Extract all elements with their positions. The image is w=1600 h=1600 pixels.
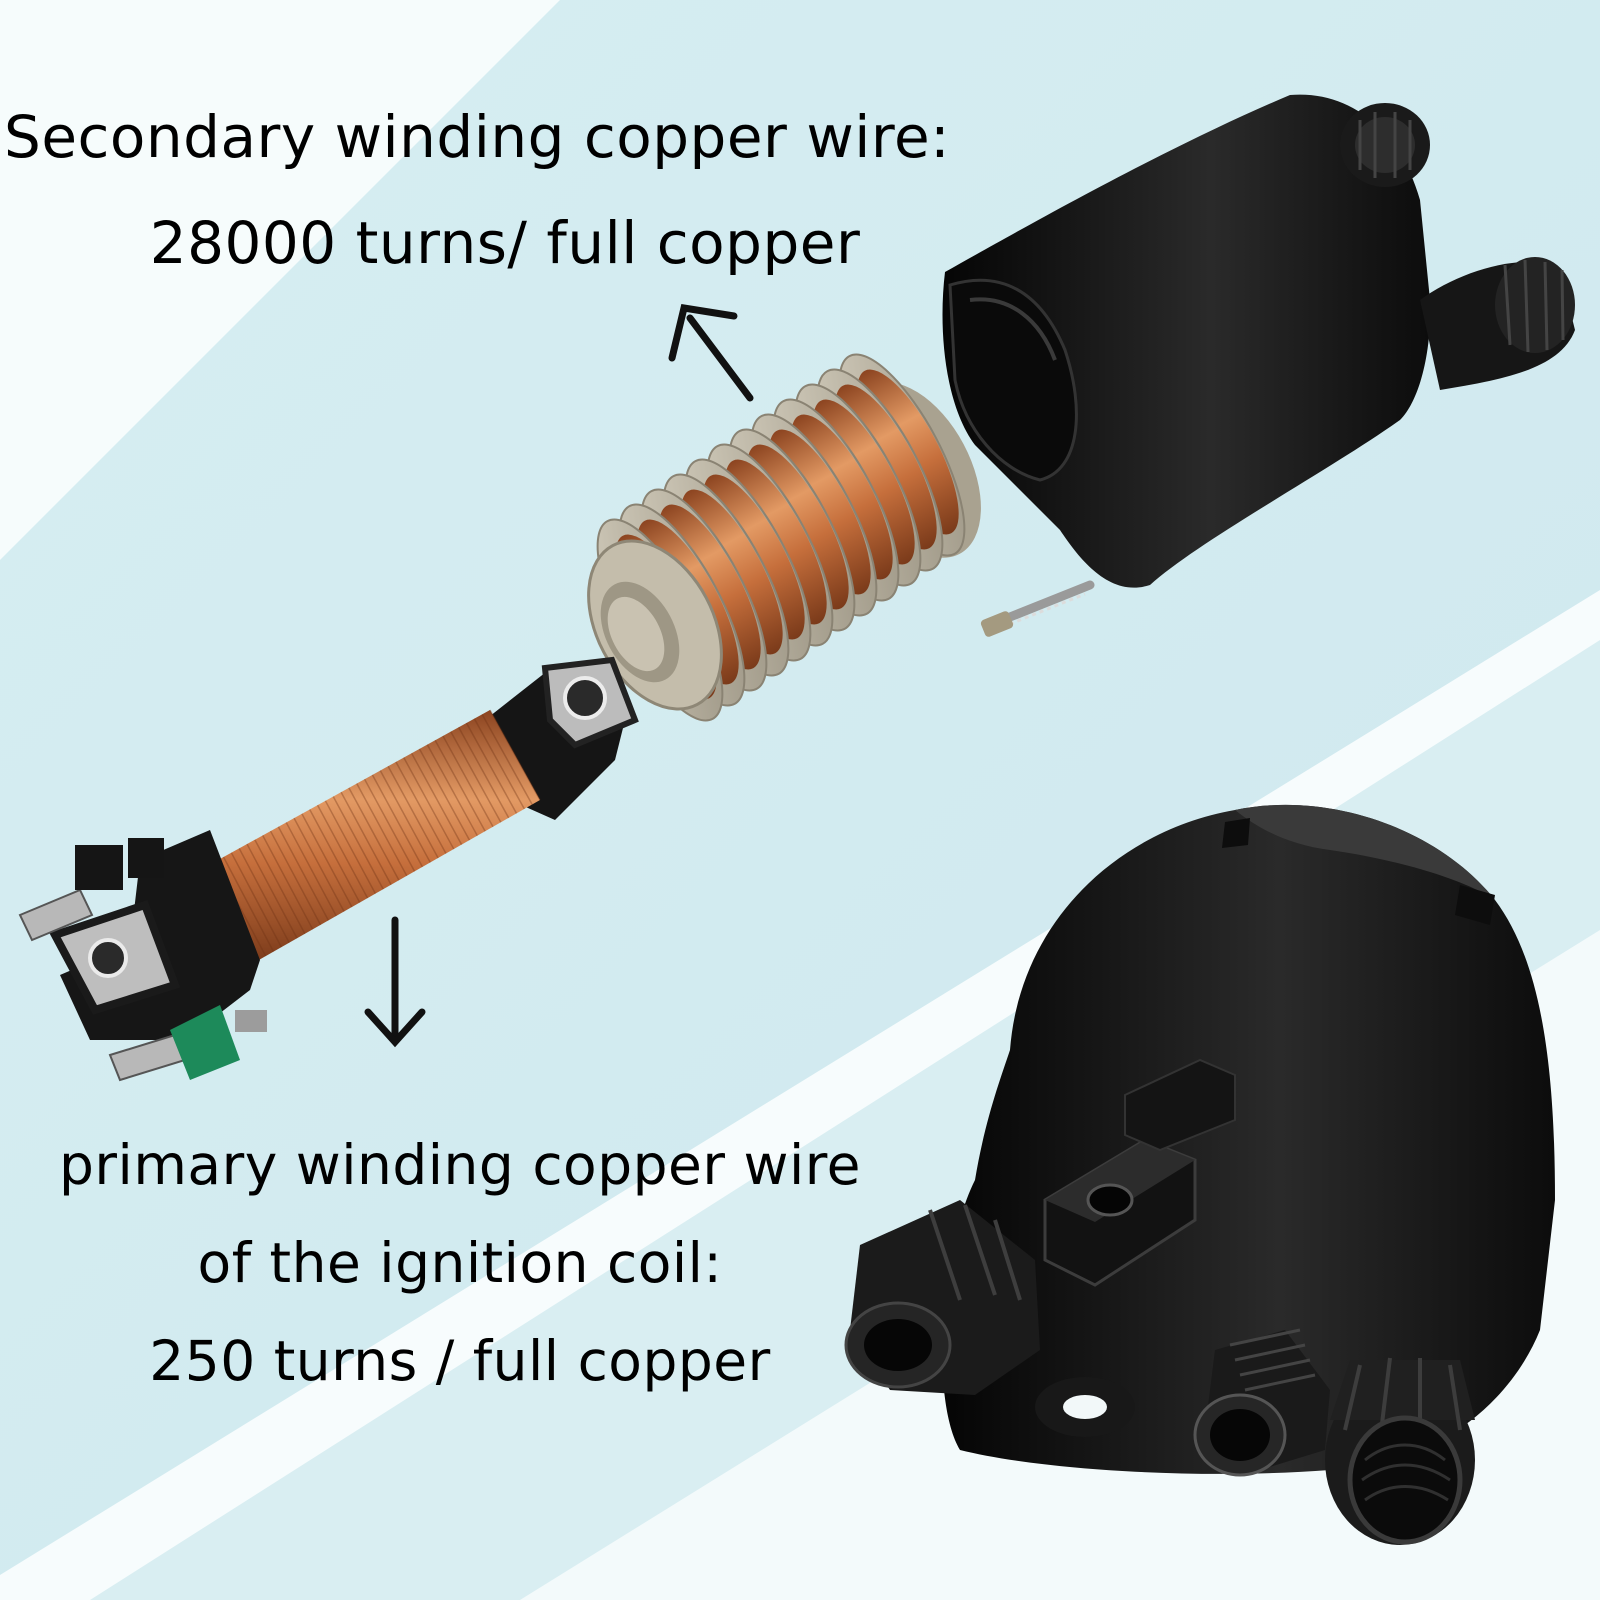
assembled-ignition-coil	[844, 804, 1555, 1477]
green-terminal	[170, 1005, 240, 1080]
cap-nozzle-side	[1420, 257, 1575, 390]
coil-housing-cap	[942, 94, 1575, 588]
primary-winding-caption-line1: primary winding copper wire	[59, 1133, 861, 1197]
secondary-winding-bobbin	[587, 353, 981, 722]
secondary-winding-caption-line1: Secondary winding copper wire:	[4, 103, 951, 171]
primary-winding-caption-line2: of the ignition coil:	[197, 1231, 723, 1295]
arrow-up-left-icon	[668, 304, 754, 402]
nozzle-cap	[1325, 1357, 1475, 1545]
cap-nozzle-top	[1340, 103, 1430, 187]
rubber-grommet	[1035, 1377, 1135, 1437]
coil-nozzle-threaded	[1193, 1328, 1330, 1477]
coil-nozzle-left	[844, 1200, 1040, 1395]
terminal-screw	[980, 580, 1095, 637]
background-light-band-top	[0, 0, 560, 560]
primary-winding-caption-line3: 250 turns / full copper	[149, 1329, 771, 1393]
primary-winding-core	[18, 656, 639, 1082]
arrow-down-icon	[364, 916, 426, 1048]
secondary-winding-caption-line2: 28000 turns/ full copper	[149, 209, 861, 277]
